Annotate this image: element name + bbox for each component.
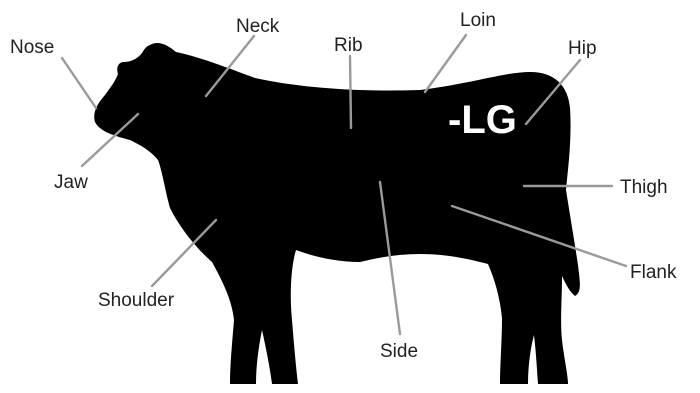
label-rib: Rib [334, 35, 363, 56]
label-thigh: Thigh [620, 177, 668, 198]
label-hip: Hip [568, 38, 597, 59]
body-silhouette [94, 43, 580, 384]
label-nose: Nose [10, 37, 54, 58]
label-neck: Neck [236, 16, 280, 37]
label-flank: Flank [630, 262, 677, 283]
label-side: Side [380, 341, 418, 362]
label-loin: Loin [460, 10, 496, 31]
nose-leader [62, 58, 96, 108]
label-shoulder: Shoulder [98, 290, 175, 311]
brand-mark: -LG [448, 98, 517, 142]
rib-leader [350, 56, 351, 128]
steer-silhouette [94, 43, 580, 384]
loin-leader [425, 35, 466, 92]
label-jaw: Jaw [54, 172, 88, 193]
